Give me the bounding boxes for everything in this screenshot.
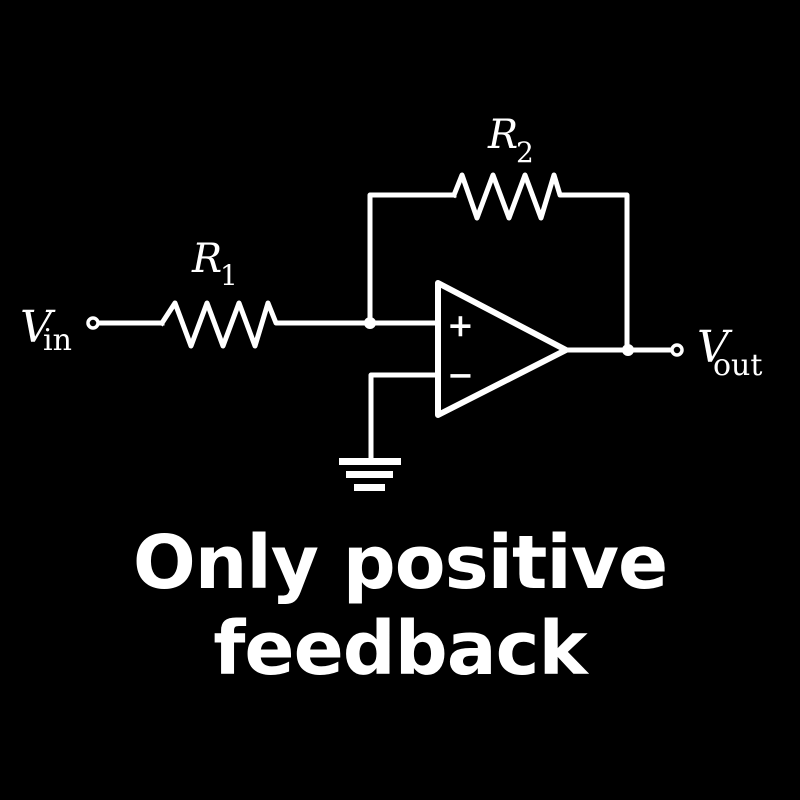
vin-subscript: in <box>43 323 72 358</box>
vout-terminal <box>670 343 684 357</box>
vin-terminal <box>86 316 100 330</box>
r1-resistor <box>158 300 373 349</box>
minus-sign: − <box>447 356 474 394</box>
opamp-triangle <box>435 280 569 418</box>
ground-icon <box>339 458 401 491</box>
r2-label: R <box>487 112 518 158</box>
caption-line-2: feedback <box>213 606 588 692</box>
r1-subscript: 1 <box>220 259 238 292</box>
r2-resistor <box>450 172 630 355</box>
junction-dot-input <box>364 317 376 329</box>
r2-subscript: 2 <box>516 136 534 169</box>
vin-label: V <box>20 302 56 353</box>
vout-label: V <box>697 322 733 373</box>
junction-dot-output <box>622 344 634 356</box>
feedback-left-wire <box>367 192 457 326</box>
plus-sign: + <box>447 306 474 344</box>
r1-label: R <box>191 236 222 282</box>
minus-input-wire <box>368 372 439 463</box>
vout-subscript: out <box>713 348 762 383</box>
caption-line-1: Only positive <box>132 520 668 606</box>
